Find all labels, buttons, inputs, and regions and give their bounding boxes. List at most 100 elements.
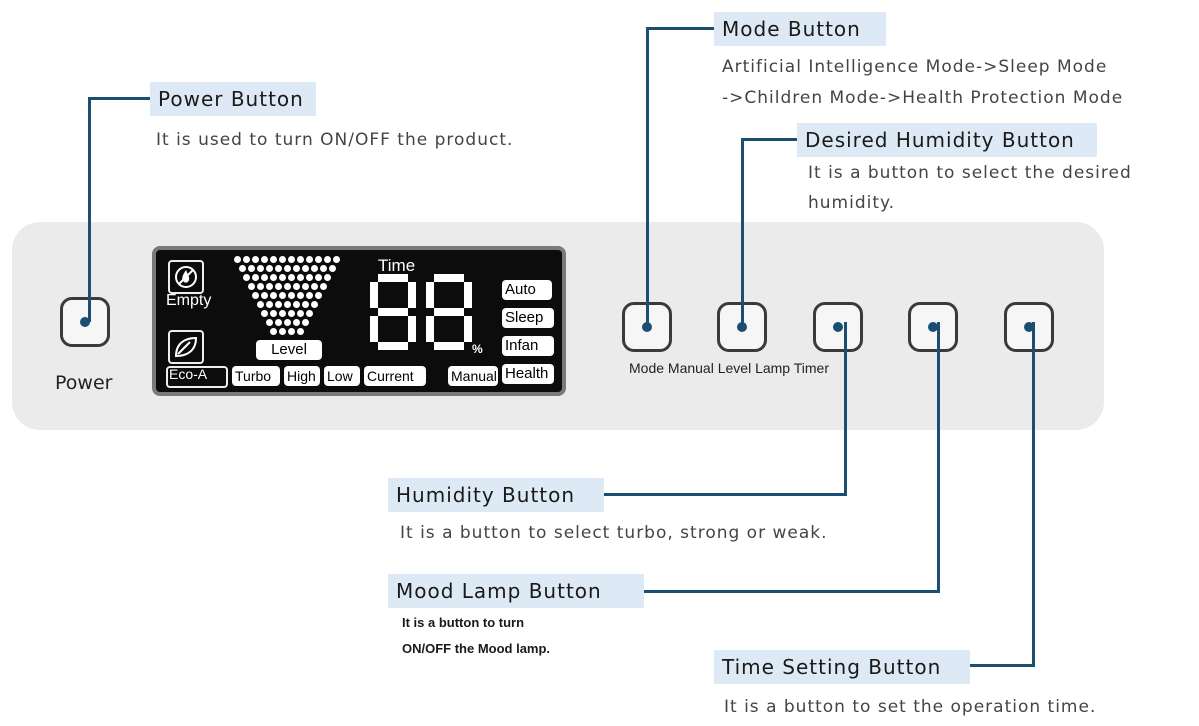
level-dot bbox=[319, 265, 327, 272]
level-dot-row bbox=[228, 301, 346, 308]
level-dot bbox=[270, 328, 277, 335]
level-dot bbox=[292, 265, 300, 272]
level-dot bbox=[279, 256, 286, 263]
level-dot bbox=[274, 301, 282, 308]
digit-segment bbox=[378, 274, 408, 282]
leader-line bbox=[1032, 322, 1035, 666]
bottom-pill-manual: Manual bbox=[448, 366, 498, 386]
level-dot bbox=[252, 292, 259, 299]
level-dot bbox=[292, 319, 300, 326]
digit-segment bbox=[464, 282, 472, 308]
level-dot-row bbox=[228, 292, 346, 299]
level-dot bbox=[288, 292, 295, 299]
eco-label-frame bbox=[166, 366, 228, 388]
level-dot-row bbox=[228, 265, 346, 272]
level-dot bbox=[265, 265, 273, 272]
level-dot-row bbox=[228, 319, 346, 326]
level-dot bbox=[306, 256, 313, 263]
level-dot-row bbox=[228, 328, 346, 335]
level-dot bbox=[306, 274, 313, 281]
level-dot bbox=[243, 256, 250, 263]
level-dot bbox=[279, 274, 286, 281]
lamp-button[interactable] bbox=[908, 302, 958, 352]
level-dot bbox=[265, 283, 273, 290]
level-dot bbox=[256, 265, 264, 272]
level-dot bbox=[238, 265, 246, 272]
leader-line bbox=[646, 27, 714, 30]
level-dot bbox=[283, 319, 291, 326]
leader-line bbox=[937, 322, 940, 592]
level-dot bbox=[252, 256, 259, 263]
desired-humidity-callout-desc-line1: It is a button to select the desired bbox=[808, 163, 1132, 183]
percent-sign: % bbox=[472, 342, 483, 356]
leader-line bbox=[560, 493, 847, 496]
mode-callout-title: Mode Button bbox=[714, 12, 886, 46]
digit-segment bbox=[378, 308, 408, 316]
leader-line bbox=[646, 27, 649, 329]
leader-line bbox=[741, 138, 744, 328]
level-label: Level bbox=[256, 340, 322, 360]
power-button[interactable] bbox=[60, 297, 110, 347]
digit-segment bbox=[426, 316, 434, 342]
level-dot bbox=[283, 283, 291, 290]
time-label: Time bbox=[378, 256, 416, 275]
level-dot bbox=[252, 274, 259, 281]
level-dot bbox=[274, 283, 282, 290]
leader-line bbox=[620, 590, 940, 593]
level-dot bbox=[261, 310, 268, 317]
leader-line bbox=[741, 138, 797, 141]
level-dot-meter bbox=[228, 256, 346, 336]
level-button[interactable] bbox=[813, 302, 863, 352]
level-dot bbox=[288, 256, 295, 263]
level-dot bbox=[247, 265, 255, 272]
level-dot bbox=[319, 283, 327, 290]
leader-line bbox=[955, 664, 1035, 667]
eco-label: Eco-A bbox=[169, 366, 208, 382]
level-dot bbox=[247, 283, 255, 290]
level-dot bbox=[315, 256, 322, 263]
leader-line bbox=[844, 322, 847, 495]
time-setting-callout-desc: It is a button to set the operation time… bbox=[724, 697, 1097, 717]
level-dot bbox=[270, 310, 277, 317]
level-dot bbox=[297, 256, 304, 263]
humidity-callout-title: Humidity Button bbox=[388, 478, 604, 512]
bottom-pill-turbo: Turbo bbox=[232, 366, 280, 386]
level-dot-row bbox=[228, 310, 346, 317]
level-dot-row bbox=[228, 274, 346, 281]
button-indicator-dot bbox=[833, 322, 843, 332]
level-dot bbox=[274, 265, 282, 272]
digit-segment bbox=[434, 308, 464, 316]
level-dot bbox=[306, 292, 313, 299]
digit-segment bbox=[370, 316, 378, 342]
level-dot bbox=[333, 256, 340, 263]
level-dot bbox=[292, 301, 300, 308]
level-dot bbox=[288, 274, 295, 281]
desired-humidity-callout-title: Desired Humidity Button bbox=[797, 123, 1097, 157]
level-dot bbox=[324, 274, 331, 281]
digit-segment bbox=[434, 274, 464, 282]
desired-humidity-callout-desc-line2: humidity. bbox=[808, 193, 896, 213]
level-dot bbox=[283, 265, 291, 272]
level-dot bbox=[301, 265, 309, 272]
seven-segment-digits bbox=[370, 274, 474, 354]
level-dot bbox=[292, 283, 300, 290]
bottom-pill-current: Current bbox=[364, 366, 426, 386]
eco-leaf-icon bbox=[168, 330, 204, 364]
timer-button[interactable] bbox=[1004, 302, 1054, 352]
level-dot bbox=[279, 292, 286, 299]
button-indicator-dot bbox=[80, 317, 90, 327]
power-callout-title: Power Button bbox=[150, 82, 316, 116]
empty-water-icon bbox=[168, 260, 204, 294]
mood-lamp-callout-title: Mood Lamp Button bbox=[388, 574, 644, 608]
digit-segment bbox=[370, 282, 378, 308]
power-callout-desc: It is used to turn ON/OFF the product. bbox=[156, 130, 514, 150]
level-dot bbox=[324, 256, 331, 263]
level-dot bbox=[270, 274, 277, 281]
level-dot bbox=[315, 274, 322, 281]
level-dot bbox=[274, 319, 282, 326]
level-dot bbox=[328, 265, 336, 272]
level-dot bbox=[265, 301, 273, 308]
level-dot bbox=[288, 310, 295, 317]
digit-segment bbox=[408, 282, 416, 308]
level-dot bbox=[315, 292, 322, 299]
